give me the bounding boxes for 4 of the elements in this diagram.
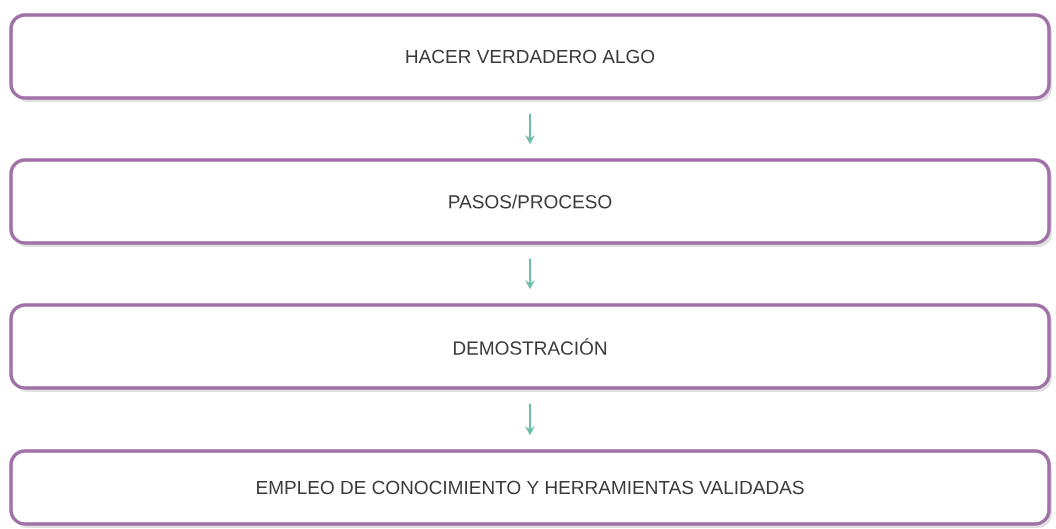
process-box: DEMOSTRACIÓN	[9, 303, 1052, 392]
process-box: HACER VERDADERO ALGO	[9, 13, 1052, 102]
process-box: PASOS/PROCESO	[9, 158, 1052, 247]
process-box: EMPLEO DE CONOCIMIENTO Y HERRAMIENTAS VALIDADAS	[9, 449, 1052, 528]
